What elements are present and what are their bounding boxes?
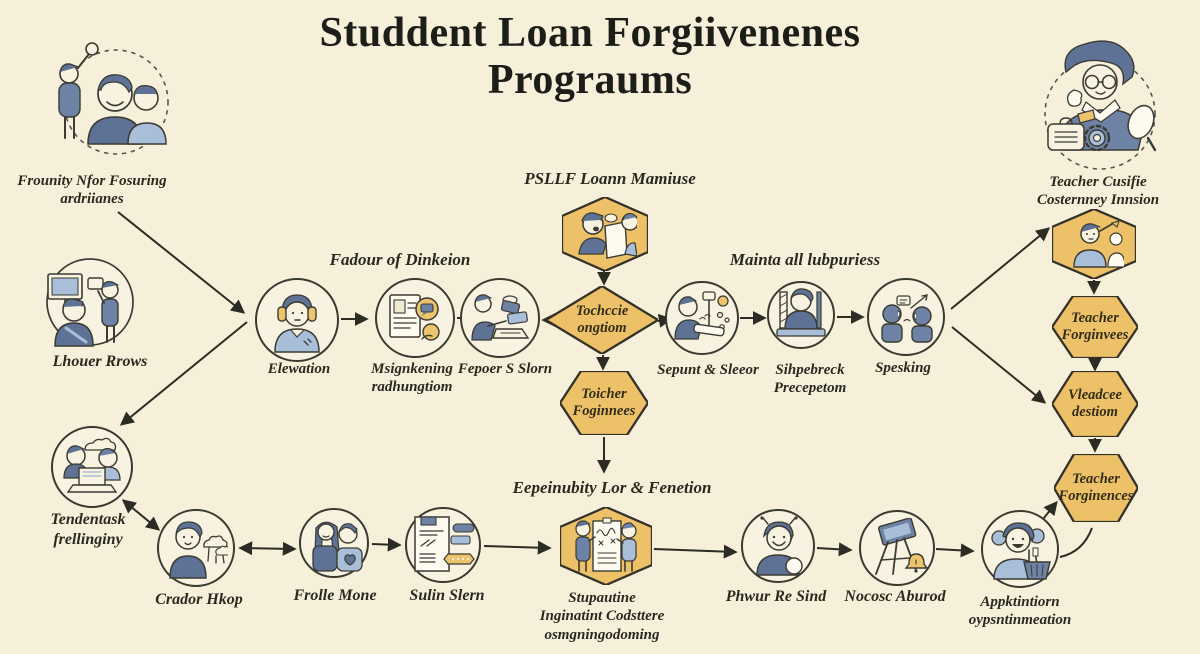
raised-hand-person-icon <box>1073 220 1124 268</box>
basket-person-icon <box>991 522 1051 580</box>
application-label: Appktintiorn oypsntinmeation <box>968 594 1072 629</box>
node-msignkening <box>375 278 455 358</box>
node-tendentask <box>51 426 133 508</box>
community-group-icon <box>22 32 170 166</box>
hex-toicher: Toicher Foginnees <box>560 371 648 435</box>
happy-person-icon <box>756 516 803 576</box>
node-fepoer <box>460 278 540 358</box>
node-spesking <box>867 278 945 356</box>
easel-bell-icon <box>875 518 928 575</box>
decision-diamond-label: Tochccie ongtiom <box>575 302 629 336</box>
phwur-label: Phwur Re Sind <box>725 588 827 605</box>
couple-heart-icon <box>312 521 363 572</box>
handover-items-icon <box>471 294 530 341</box>
msignkening-label: Msignkening radhungtiom <box>371 361 453 396</box>
teacher-graduate-icon <box>1024 28 1174 170</box>
presentation-people-label: Lhouer Rrows <box>52 353 148 370</box>
hex-vleadcee-label: Vleadcee destiom <box>1068 386 1122 420</box>
section-header-eligibility: Eepeinubity Lor & Fenetion <box>512 478 712 497</box>
node-sulin <box>405 507 481 583</box>
frolle-label: Frolle Mone <box>293 587 377 604</box>
teacher-label: Teacher Cusifie Costernney Innsion <box>1036 174 1160 209</box>
presentation-people-icon <box>38 256 142 350</box>
page-title: Studdent Loan Forgiivenenes Prograums <box>319 10 861 104</box>
hex-forginences: Teacher Forginences <box>1054 454 1138 522</box>
node-crador <box>157 509 235 587</box>
spesking-label: Spesking <box>875 360 931 376</box>
hex-psllf-icon <box>562 197 648 271</box>
hex-forginences-label: Teacher Forginences <box>1058 470 1134 504</box>
sepunt-label: Sepunt & Sleeor <box>657 362 759 378</box>
podium-person-icon <box>776 288 826 337</box>
hex-forginvees: Teacher Forginvees <box>1052 296 1138 358</box>
sulin-label: Sulin Slern <box>409 587 485 604</box>
reading-pair-icon <box>578 212 637 259</box>
hex-forginvees-label: Teacher Forginvees <box>1061 309 1129 343</box>
node-elewation <box>255 278 339 362</box>
toicher-hex-label: Toicher Foginnees <box>572 385 636 419</box>
section-header-mainta: Mainta all lubpuriess <box>729 250 881 269</box>
decision-diamond: Tochccie ongtiom <box>546 286 658 354</box>
document-chat-icon <box>389 294 440 341</box>
fepoer-label: Fepoer S Slorn <box>457 361 553 377</box>
conversation-icon <box>881 294 933 343</box>
community-group-label: Frounity Nfor Fosuring ardriianes <box>17 173 167 208</box>
person-cloud-icon <box>169 521 228 579</box>
hex-vleadcee: Vleadcee destiom <box>1052 371 1138 437</box>
hex-stupautine-icon <box>560 507 652 585</box>
crador-label: Crador Hkop <box>155 591 243 608</box>
team-computer-icon <box>63 437 121 493</box>
section-header-psllf: PSLLF Loann Mamiuse <box>524 169 696 188</box>
sihpebreck-label: Sihpebreck Precepetom <box>773 362 847 397</box>
headphones-person-icon <box>274 294 320 353</box>
celebration-person-icon <box>674 291 730 340</box>
elewation-label: Elewation <box>267 361 331 377</box>
team-computer-label: Tendentask frellinginy <box>50 511 126 548</box>
document-flow-icon <box>414 516 475 572</box>
node-sihpebreck <box>767 281 835 349</box>
node-phwur <box>741 509 815 583</box>
hex-raised-hand <box>1052 209 1136 279</box>
section-header-fadour: Fadour of Dinkeion <box>329 250 471 269</box>
nocosc-label: Nocosc Aburod <box>844 588 946 605</box>
node-nocosc <box>859 510 935 586</box>
stupautine-label: Stupautine Inginatint Codsttere osmgning… <box>539 590 665 643</box>
node-application <box>981 510 1059 588</box>
pair-document-icon <box>575 517 637 572</box>
node-sepunt <box>665 281 739 355</box>
node-frolle <box>299 508 369 578</box>
